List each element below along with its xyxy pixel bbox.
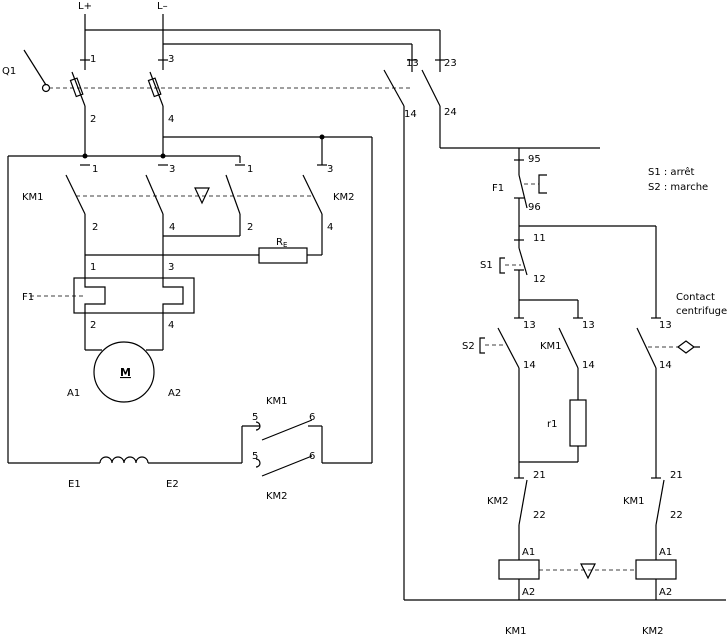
- legend-s2: S2 : marche: [648, 182, 708, 193]
- f1-thermal-relay: [73, 277, 195, 314]
- resistor-r1: [569, 399, 587, 447]
- pushbutton-icon: [499, 257, 505, 274]
- q1-breaker: [23, 49, 600, 600]
- km1-aux-terminal-14: 14: [582, 360, 595, 371]
- km1-power-label: KM1: [22, 192, 44, 203]
- km2-nc-label: KM2: [487, 496, 509, 507]
- legend-s1: S1 : arrêt: [648, 166, 695, 178]
- s2-label: S2: [462, 341, 475, 352]
- aux-km2-label: KM2: [266, 491, 288, 502]
- contact-line1: Contact: [676, 292, 715, 303]
- motor-a1: A1: [67, 388, 80, 399]
- motor-a2: A2: [168, 388, 181, 399]
- lminus-label: L–: [157, 1, 168, 12]
- km2-terminal-22: 22: [533, 510, 546, 521]
- f1-terminal-95: 95: [528, 154, 541, 165]
- coil-km1: [498, 559, 540, 580]
- lplus-label: L+: [78, 1, 92, 12]
- km2-terminal-3: 3: [327, 164, 333, 175]
- f1-terminal-96: 96: [528, 202, 541, 213]
- s2-terminal-13: 13: [523, 320, 536, 331]
- e2-label: E2: [166, 479, 179, 490]
- km1-terminal-4: 4: [169, 222, 175, 233]
- km1-terminal-1: 1: [92, 164, 98, 175]
- f1-terminal-2: 2: [90, 320, 96, 331]
- s1-label: S1: [480, 260, 493, 271]
- centrifugal-sensor-icon: [677, 340, 700, 354]
- motor-label: M: [120, 366, 131, 379]
- supply-lines: [80, 14, 445, 61]
- right-terminal-13: 13: [659, 320, 672, 331]
- q1-terminal-1: 1: [90, 54, 96, 65]
- km1-terminal-22: 22: [670, 510, 683, 521]
- re-label: RE: [276, 237, 287, 249]
- control-circuit: [404, 148, 726, 601]
- f1-terminal-3: 3: [168, 262, 174, 273]
- f1-terminal-1: 1: [90, 262, 96, 273]
- km1-nc-label: KM1: [623, 496, 645, 507]
- fuse-icon: [69, 77, 84, 98]
- km1-terminal-3: 3: [169, 164, 175, 175]
- q1-terminal-2: 2: [90, 114, 96, 125]
- aux-terminal-5a: 5: [252, 412, 258, 423]
- bottom-km2-label: KM2: [642, 626, 664, 634]
- q1-terminal-24: 24: [444, 107, 457, 118]
- power-circuit: [7, 134, 373, 477]
- thermal-actuator-icon: [538, 174, 547, 194]
- triangle-interlock-icon: [194, 187, 210, 205]
- r1-label: r1: [547, 419, 557, 430]
- km2-power-label: KM2: [333, 192, 355, 203]
- e1-label: E1: [68, 479, 81, 490]
- km1-terminal-21: 21: [670, 470, 683, 481]
- q1-terminal-14: 14: [404, 109, 417, 120]
- pushbutton-icon: [479, 337, 485, 354]
- bottom-km1-label: KM1: [505, 626, 527, 634]
- km1-terminal-2b: 2: [247, 222, 253, 233]
- q1-terminal-4: 4: [168, 114, 174, 125]
- km2-terminal-21: 21: [533, 470, 546, 481]
- q1-terminal-13: 13: [406, 58, 419, 69]
- s2-terminal-14: 14: [523, 360, 536, 371]
- coil2-a2: A2: [659, 587, 672, 598]
- f1-power-label: F1: [22, 292, 34, 303]
- q1-terminal-23: 23: [444, 58, 457, 69]
- coil1-a2: A2: [522, 587, 535, 598]
- f1-terminal-4: 4: [168, 320, 174, 331]
- aux-terminal-5b: 5: [252, 451, 258, 462]
- triangle-interlock-icon: [580, 563, 596, 580]
- km1-terminal-2: 2: [92, 222, 98, 233]
- km1-aux-terminal-13: 13: [582, 320, 595, 331]
- aux-km1-label: KM1: [266, 396, 288, 407]
- coil-km2: [635, 559, 677, 580]
- q1-terminal-3: 3: [168, 54, 174, 65]
- coil1-a1: A1: [522, 547, 535, 558]
- field-winding-icon: [99, 456, 149, 464]
- km2-terminal-4: 4: [327, 222, 333, 233]
- km1-terminal-1b: 1: [247, 164, 253, 175]
- resistor-re: [258, 247, 308, 264]
- fuse-icon: [147, 77, 162, 98]
- right-terminal-14: 14: [659, 360, 672, 371]
- aux-terminal-6b: 6: [309, 451, 315, 462]
- coil2-a1: A1: [659, 547, 672, 558]
- motor-icon: [93, 341, 155, 403]
- contact-line2: centrifuge: [676, 306, 727, 317]
- km1-aux-label: KM1: [540, 341, 562, 352]
- f1-control-label: F1: [492, 183, 504, 194]
- aux-terminal-6a: 6: [309, 412, 315, 423]
- s1-terminal-12: 12: [533, 274, 546, 285]
- s1-terminal-11: 11: [533, 233, 546, 244]
- q1-label: Q1: [2, 66, 16, 77]
